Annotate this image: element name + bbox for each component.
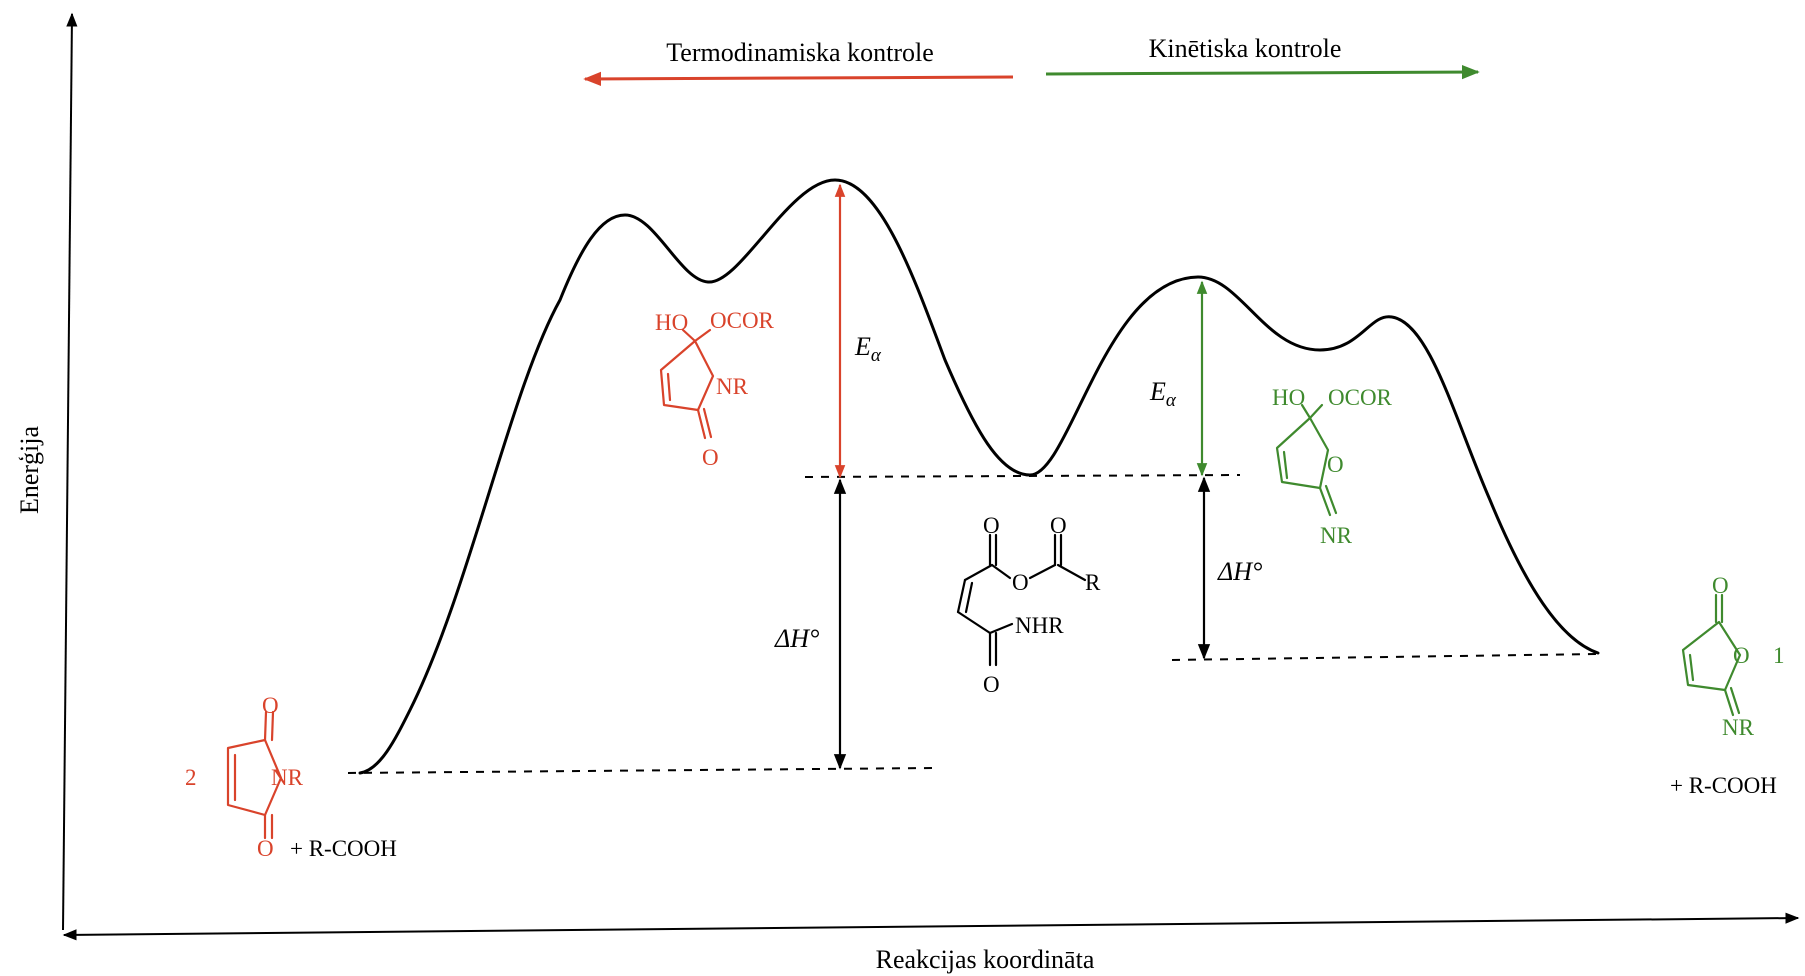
center-ester-o: O <box>1012 570 1029 595</box>
maleimide-nr: NR <box>271 765 304 790</box>
red-intermediate-ocor: OCOR <box>710 308 775 333</box>
maleimide-structure <box>226 710 283 840</box>
right-coproduct: + R-COOH <box>1670 773 1777 798</box>
right-product-nr: NR <box>1722 715 1755 740</box>
green-intermediate-ocor: OCOR <box>1328 385 1393 410</box>
green-intermediate-structure <box>1275 403 1338 517</box>
maleimide-o-bottom: O <box>257 836 274 861</box>
green-intermediate-nr: NR <box>1320 523 1353 548</box>
thermodynamic-control-arrow <box>583 71 1014 87</box>
right-product-o-top: O <box>1712 573 1729 598</box>
center-o2: O <box>1050 513 1067 538</box>
center-nhr: NHR <box>1015 613 1064 638</box>
maleimide-number: 2 <box>185 765 197 790</box>
product-level <box>1171 653 1599 661</box>
ea-kinetic-label: Eα <box>1149 377 1177 411</box>
x-axis <box>62 912 1800 941</box>
center-r: R <box>1085 570 1101 595</box>
dh-thermo-label: ΔH° <box>774 624 819 653</box>
red-intermediate-structure <box>659 328 715 440</box>
y-axis <box>62 12 78 931</box>
kinetic-control-arrow <box>1045 64 1480 80</box>
ea-thermo-label: Eα <box>854 332 882 366</box>
thermodynamic-control-label: Termodinamiska kontrole <box>666 38 934 67</box>
right-product-ring-o: O <box>1733 643 1750 668</box>
y-axis-label: Enerģija <box>15 426 44 515</box>
center-o1: O <box>983 513 1000 538</box>
center-intermediate-structure <box>956 533 1087 667</box>
left-coproduct: + R-COOH <box>290 836 397 861</box>
maleimide-o-top: O <box>262 693 279 718</box>
red-intermediate-ho: HO <box>655 310 688 335</box>
right-product-number: 1 <box>1773 643 1785 668</box>
x-axis-label: Reakcijas koordināta <box>876 945 1095 974</box>
energy-profile-curve <box>358 178 1600 775</box>
dh-kinetic-label: ΔH° <box>1217 557 1262 586</box>
red-intermediate-nr: NR <box>716 374 749 399</box>
right-product-structure <box>1681 593 1742 717</box>
kinetic-control-label: Kinētiska kontrole <box>1149 34 1342 63</box>
green-intermediate-ho: HO <box>1272 385 1305 410</box>
reactant-level <box>347 767 936 774</box>
green-intermediate-o: O <box>1327 452 1344 477</box>
center-o3: O <box>983 672 1000 697</box>
red-intermediate-o: O <box>702 445 719 470</box>
